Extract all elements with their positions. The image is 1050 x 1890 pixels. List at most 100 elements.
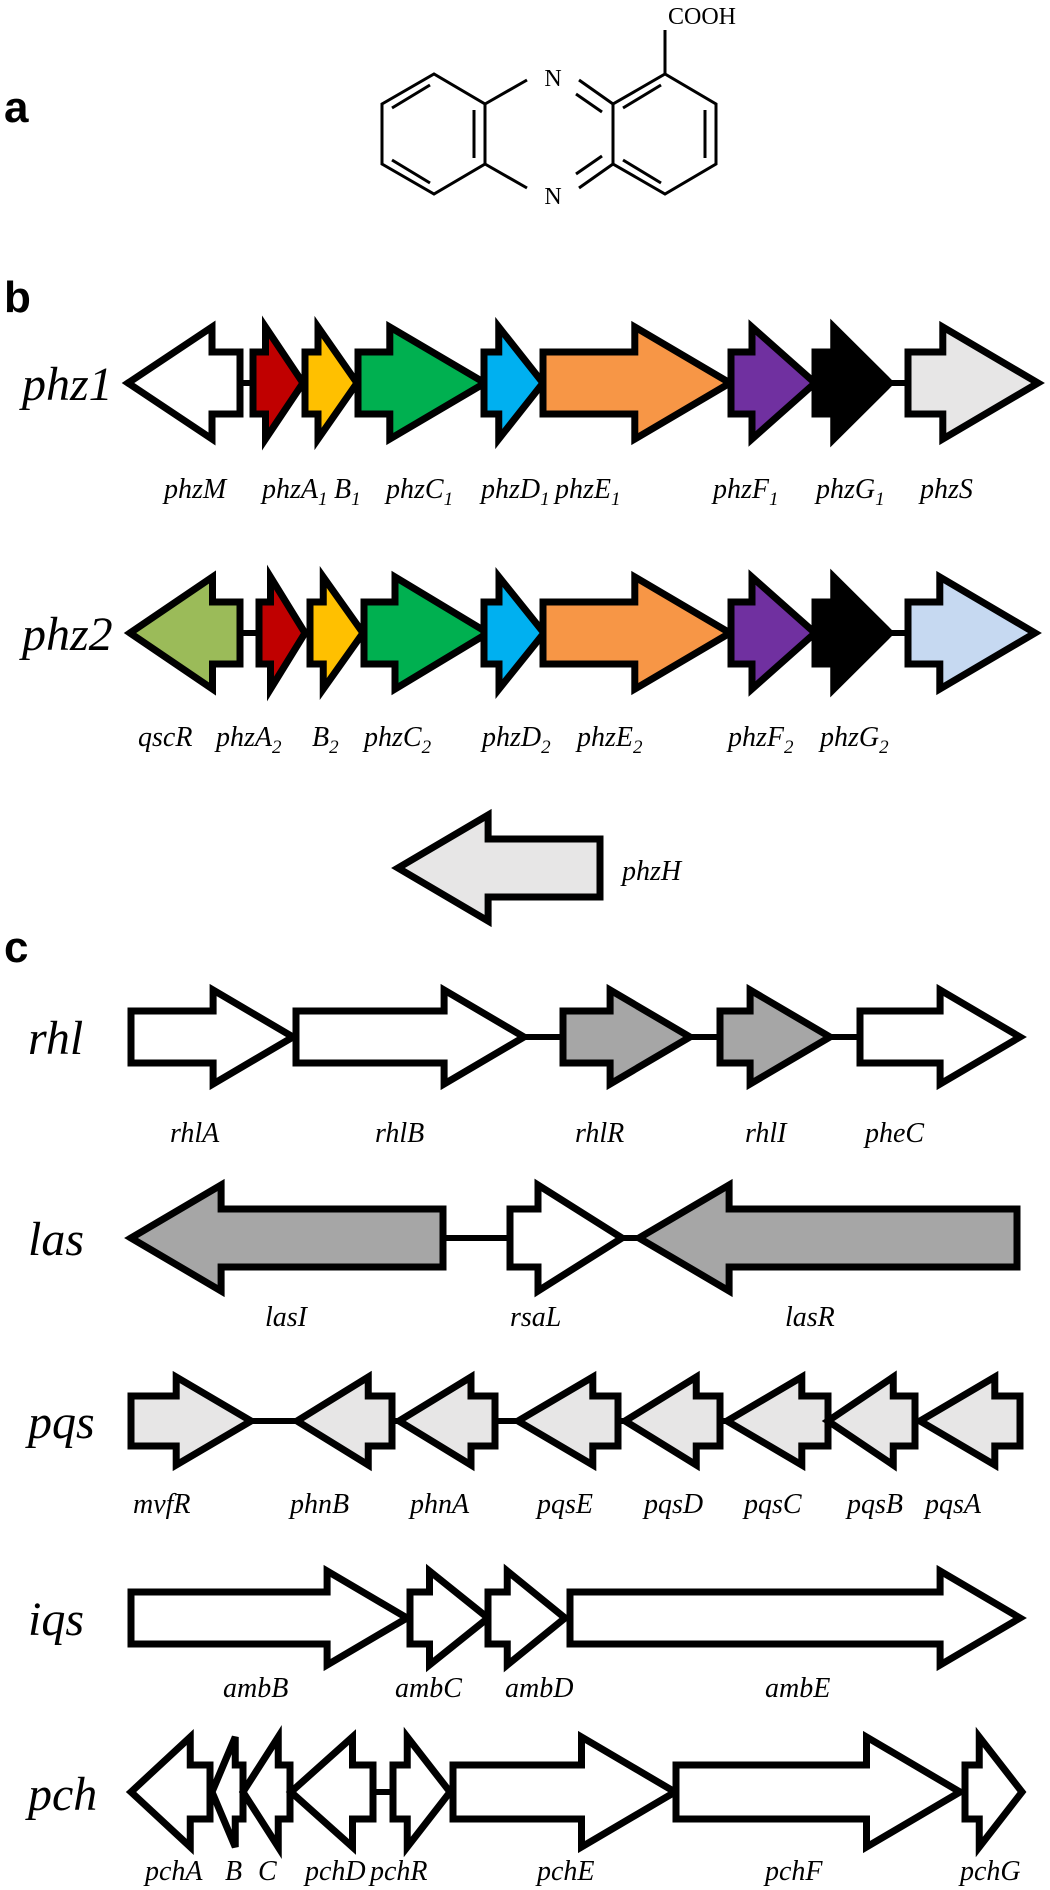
gene-arrow-phzG1 bbox=[811, 318, 895, 448]
gene-arrow-phzM bbox=[121, 320, 244, 446]
gene-label-pqsA: pqsA bbox=[923, 1489, 982, 1520]
gene-label-ambD: ambD bbox=[505, 1673, 573, 1704]
gene-arrow-phzE2 bbox=[539, 570, 737, 696]
gene-label-rhlI: rhlI bbox=[745, 1118, 788, 1149]
gene-label-rhlA: rhlA bbox=[170, 1118, 220, 1149]
central-ring-bond bbox=[578, 78, 614, 106]
central-ring-bond bbox=[578, 162, 614, 190]
gene-arrow-phzG2 bbox=[811, 568, 895, 698]
left-ring bbox=[380, 72, 487, 196]
gene-arrow-B1 bbox=[301, 315, 362, 451]
right-ring-double-bond bbox=[622, 158, 662, 185]
left-ring-double-bond bbox=[391, 158, 431, 185]
gene-label-pqsC: pqsC bbox=[742, 1489, 802, 1520]
panel-label-b: b bbox=[4, 273, 31, 322]
gene-label-B2: B2 bbox=[312, 722, 339, 758]
gene-arrow-ambD bbox=[484, 1563, 571, 1673]
gene-label-phnB: phnB bbox=[288, 1489, 349, 1520]
gene-arrow-phzE1 bbox=[539, 320, 737, 446]
gene-label-pchE: pchE bbox=[535, 1856, 595, 1887]
gene-arrow-B bbox=[208, 1735, 247, 1849]
gene-label-phzC2: phzC2 bbox=[362, 722, 432, 758]
gene-label-phzF1: phzF1 bbox=[711, 474, 779, 510]
gene-cluster-row2: phzH bbox=[391, 808, 683, 928]
gene-label-rhlR: rhlR bbox=[575, 1118, 624, 1149]
gene-label-phzA2: phzA2 bbox=[214, 722, 282, 758]
gene-arrow-pchA bbox=[125, 1728, 214, 1856]
gene-arrow-B2 bbox=[306, 566, 368, 700]
gene-arrow-pqsA bbox=[913, 1370, 1024, 1472]
gene-label-B: B bbox=[225, 1856, 242, 1887]
gene-arrow-phzS bbox=[904, 320, 1045, 446]
cluster-name-phz2: phz2 bbox=[19, 608, 113, 661]
gene-label-pheC: pheC bbox=[863, 1118, 924, 1149]
gene-arrow-phzD1 bbox=[480, 316, 548, 450]
central-ring-bond bbox=[484, 78, 528, 106]
gene-arrow-pchF bbox=[672, 1730, 967, 1854]
gene-label-qscR: qscR bbox=[138, 722, 192, 753]
gene-label-phzS: phzS bbox=[918, 474, 973, 505]
gene-arrow-pchD bbox=[285, 1729, 377, 1855]
phenazine-carboxylic-acid-structure bbox=[380, 30, 718, 196]
gene-label-lasR: lasR bbox=[785, 1302, 835, 1333]
gene-label-phzG1: phzG1 bbox=[814, 474, 885, 510]
gene-label-pchR: pchR bbox=[368, 1856, 428, 1887]
gene-arrow-pqsC bbox=[720, 1370, 832, 1472]
gene-arrow-pheC bbox=[856, 983, 1027, 1091]
gene-label-phzM: phzM bbox=[162, 474, 228, 505]
gene-arrow-pqsD bbox=[618, 1370, 724, 1472]
nitrogen-atom-top: N bbox=[544, 66, 561, 92]
gene-arrow-phnB bbox=[290, 1370, 396, 1472]
right-ring bbox=[611, 72, 718, 196]
gene-label-pqsB: pqsB bbox=[845, 1489, 903, 1520]
gene-arrow-phzC1 bbox=[354, 320, 492, 446]
right-ring-double-bond bbox=[622, 83, 662, 110]
cluster-name-pch: pch bbox=[25, 1768, 97, 1821]
left-ring-double-bond bbox=[391, 83, 431, 110]
gene-arrow-pchR bbox=[389, 1726, 455, 1858]
gene-label-C: C bbox=[258, 1856, 277, 1887]
gene-label-pchF: pchF bbox=[763, 1856, 823, 1887]
gene-arrow-rhlI bbox=[716, 983, 837, 1091]
gene-arrow-pqsB bbox=[821, 1370, 919, 1472]
gene-label-lasI: lasI bbox=[265, 1302, 309, 1333]
gene-arrow-qscR bbox=[123, 570, 244, 696]
gene-label-mvfR: mvfR bbox=[133, 1489, 191, 1520]
gene-arrow-mvfR bbox=[127, 1370, 258, 1472]
gene-arrow-rhlA bbox=[127, 983, 300, 1091]
gene-arrow-rsaL bbox=[506, 1178, 629, 1298]
gene-label-phzH: phzH bbox=[620, 856, 683, 887]
gene-label-pchA: pchA bbox=[143, 1856, 203, 1887]
gene-label-phzD1: phzD1 bbox=[479, 474, 550, 510]
gene-label-phzA1: phzA1 bbox=[260, 474, 328, 510]
gene-arrow-phzF1 bbox=[727, 319, 821, 447]
gene-label-pchD: pchD bbox=[303, 1856, 366, 1887]
gene-arrow-rhlB bbox=[292, 983, 531, 1091]
gene-label-ambB: ambB bbox=[223, 1673, 288, 1704]
carboxyl-group-label: COOH bbox=[668, 4, 736, 30]
gene-arrow-lasI bbox=[124, 1178, 447, 1298]
gene-label-B1: B1 bbox=[334, 474, 361, 510]
gene-label-phzC1: phzC1 bbox=[384, 474, 453, 510]
gene-arrow-C bbox=[238, 1725, 294, 1859]
gene-label-pchG: pchG bbox=[958, 1856, 1021, 1887]
gene-arrow-ambC bbox=[406, 1563, 494, 1673]
gene-label-phzD2: phzD2 bbox=[480, 722, 551, 758]
gene-label-phnA: phnA bbox=[408, 1489, 470, 1520]
central-ring-double-bond bbox=[575, 154, 603, 176]
gene-label-pqsD: pqsD bbox=[642, 1489, 703, 1520]
cluster-name-phz1: phz1 bbox=[19, 358, 113, 411]
gene-arrow-pchG bbox=[961, 1726, 1027, 1858]
gene-label-phzE1: phzE1 bbox=[553, 474, 621, 510]
cluster-name-pqs: pqs bbox=[25, 1396, 95, 1449]
gene-arrow-ambB bbox=[127, 1564, 414, 1672]
cluster-name-iqs: iqs bbox=[28, 1593, 84, 1646]
gene-label-ambC: ambC bbox=[395, 1673, 462, 1704]
gene-label-rhlB: rhlB bbox=[375, 1118, 424, 1149]
gene-arrow-lasR bbox=[632, 1178, 1021, 1298]
